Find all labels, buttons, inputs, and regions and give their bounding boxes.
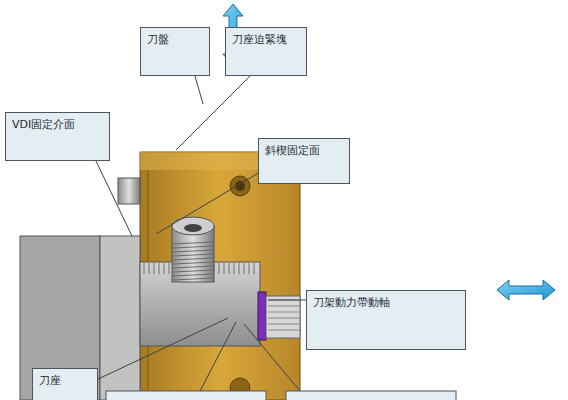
leader-line	[96, 318, 228, 380]
serration-stroke	[229, 263, 230, 274]
serration-stroke	[159, 263, 160, 274]
callout-box: 刀座迫緊塊	[225, 27, 307, 76]
thread-stroke	[173, 270, 213, 272]
thread-stroke	[173, 262, 213, 264]
serration-stroke	[219, 263, 220, 274]
spline-stroke	[268, 318, 300, 319]
leader-line	[156, 172, 260, 234]
thread-stroke	[173, 254, 213, 256]
callout-box: 刀架動力帶動軸	[306, 290, 466, 350]
thread-stroke	[173, 266, 213, 268]
spline-stroke	[268, 324, 300, 325]
leader-line	[195, 76, 203, 104]
serration-stroke	[249, 263, 250, 274]
serration-stroke	[149, 263, 150, 274]
serration-stroke	[234, 263, 235, 274]
serration-stroke	[239, 263, 240, 274]
coupling-ring	[258, 292, 266, 340]
side-bolt	[118, 178, 140, 204]
serration-stroke	[169, 263, 170, 274]
horizontal-motion-arrow	[497, 280, 555, 300]
thread-stroke	[173, 242, 213, 244]
callout-text: 刀架動力帶動軸	[307, 291, 465, 314]
callout-text: 刀盤	[141, 28, 209, 51]
clamp-screw-head	[172, 217, 214, 235]
serration-stroke	[254, 263, 255, 274]
callout-box: 刀盤	[140, 27, 210, 76]
callout-text: VDI固定介面	[6, 113, 109, 136]
callout-text: 斜楔固定面	[259, 139, 349, 162]
empty-callout	[106, 391, 266, 400]
drive-splines	[268, 300, 300, 330]
callout-text: 刀座迫緊塊	[226, 28, 306, 51]
callout-box: VDI固定介面	[5, 112, 110, 161]
thread-stroke	[173, 246, 213, 248]
leader-line	[176, 76, 250, 150]
hex-socket	[184, 224, 202, 232]
thread-stroke	[173, 274, 213, 276]
turret-block	[140, 152, 300, 400]
callout-box: 刀座	[32, 368, 98, 400]
thread-stroke	[173, 258, 213, 260]
spline-stroke	[268, 330, 300, 331]
thread-stroke	[173, 250, 213, 252]
screw-threads	[173, 242, 213, 280]
leader-line	[268, 300, 306, 301]
screw-hole	[230, 176, 250, 196]
callout-text: 刀座	[33, 369, 97, 392]
leader-line	[96, 161, 132, 236]
spline-stroke	[268, 306, 300, 307]
leader-line	[244, 324, 300, 391]
leader-line	[200, 322, 236, 391]
holder-shaft	[140, 262, 260, 346]
serration-stroke	[154, 263, 155, 274]
callout-box: 斜楔固定面	[258, 138, 350, 184]
spline-stroke	[268, 312, 300, 313]
serration-stroke	[144, 263, 145, 274]
thread-stroke	[173, 278, 213, 280]
drive-shaft	[266, 296, 300, 338]
serration-stroke	[164, 263, 165, 274]
empty-callout	[286, 391, 456, 400]
serration-stroke	[224, 263, 225, 274]
serration-stroke	[244, 263, 245, 274]
